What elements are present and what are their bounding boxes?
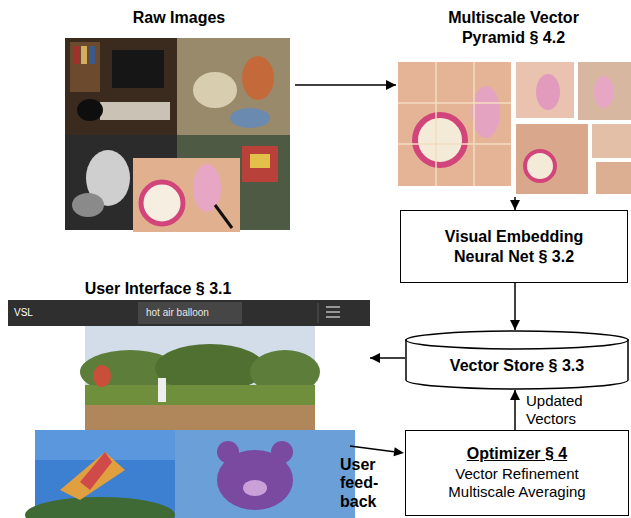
panel-heading: User Interface § 3.1 [58,279,258,298]
flow-arrow [295,84,396,86]
search-field [138,302,242,324]
store-label: Vector Store § 3.3 [417,356,617,376]
menu-icon [326,311,340,313]
bookshelf [70,42,100,92]
panel-heading: Multiscale Vector Pyramid § 4.2 [431,8,596,48]
teddy-photo [175,430,355,518]
trees [155,344,265,392]
pyramid-level-image [578,62,631,120]
toy [230,108,270,128]
doll [536,74,560,110]
keyboard [100,102,170,120]
box-body: Vector Refinement Multiscale Averaging [432,465,602,503]
feedback-label: User feed- back [340,456,388,511]
teddy-snout [243,480,267,496]
pyramid-panel: Multiscale Vector Pyramid § 4.2 [396,5,631,197]
toy [242,56,274,100]
vector-pyramid-images [398,62,631,194]
grid-line [435,62,437,186]
figure [72,193,104,217]
feedback-line [350,446,394,452]
box-label: Visual Embedding Neural Net § 3.2 [429,227,599,267]
image-panel: Raw Images [63,6,295,234]
grid-line [473,62,475,186]
grass [85,385,315,405]
arrowhead [394,447,405,456]
book [81,46,87,64]
clock [525,151,555,181]
toy-house [242,146,278,182]
edge-label: Updated Vectors [524,392,596,428]
teapot [193,72,237,108]
cat [77,99,103,121]
pyramid-level-image [596,162,631,194]
flow-arrow [514,197,516,210]
box-heading: Optimizer § 4 [427,444,607,465]
kite [60,452,125,500]
hills [25,497,175,518]
user-feedback-arrow [350,446,404,456]
flow-arrow [370,357,405,359]
player [158,378,166,402]
doll-leg [215,205,232,228]
process-box: Visual Embedding Neural Net § 3.2 [400,210,628,283]
search-query: hot air balloon [146,306,238,320]
app-bar [8,300,370,326]
monitor [112,50,164,88]
toy-window [250,154,270,168]
cylinder-top [406,331,628,349]
app-title: VSL [14,306,54,320]
menu-icon [326,316,340,318]
clock [141,182,183,224]
pyramid-level-image [516,62,574,118]
flow-arrow [514,390,516,430]
kite-stripe [80,452,112,490]
book [89,46,95,64]
pyramid-level-image [398,62,511,186]
book [73,46,79,64]
clock [415,115,465,165]
clock-photo [133,158,240,232]
balloon [93,365,111,387]
desk-photo [65,38,177,135]
database-cylinder: Vector Store § 3.3 [405,330,629,390]
menu-icon [326,306,340,308]
doll [193,164,221,212]
toys-photo [177,38,290,135]
user-interface-screenshot [8,300,370,518]
flow-arrow [514,283,516,330]
infield [85,405,315,430]
teddy-ear [217,441,239,463]
grid-line [398,102,511,104]
panel-heading: Raw Images [79,8,279,28]
doll [472,86,500,138]
teddy-ear [271,441,293,463]
raw-photo-collage [65,38,290,232]
doll [594,76,614,108]
pyramid-level-image [592,124,631,158]
grid-line [398,143,511,145]
divider [318,303,319,323]
pyramid-level-image [516,124,588,194]
process-box: Optimizer § 4Vector Refinement Multiscal… [405,430,629,516]
